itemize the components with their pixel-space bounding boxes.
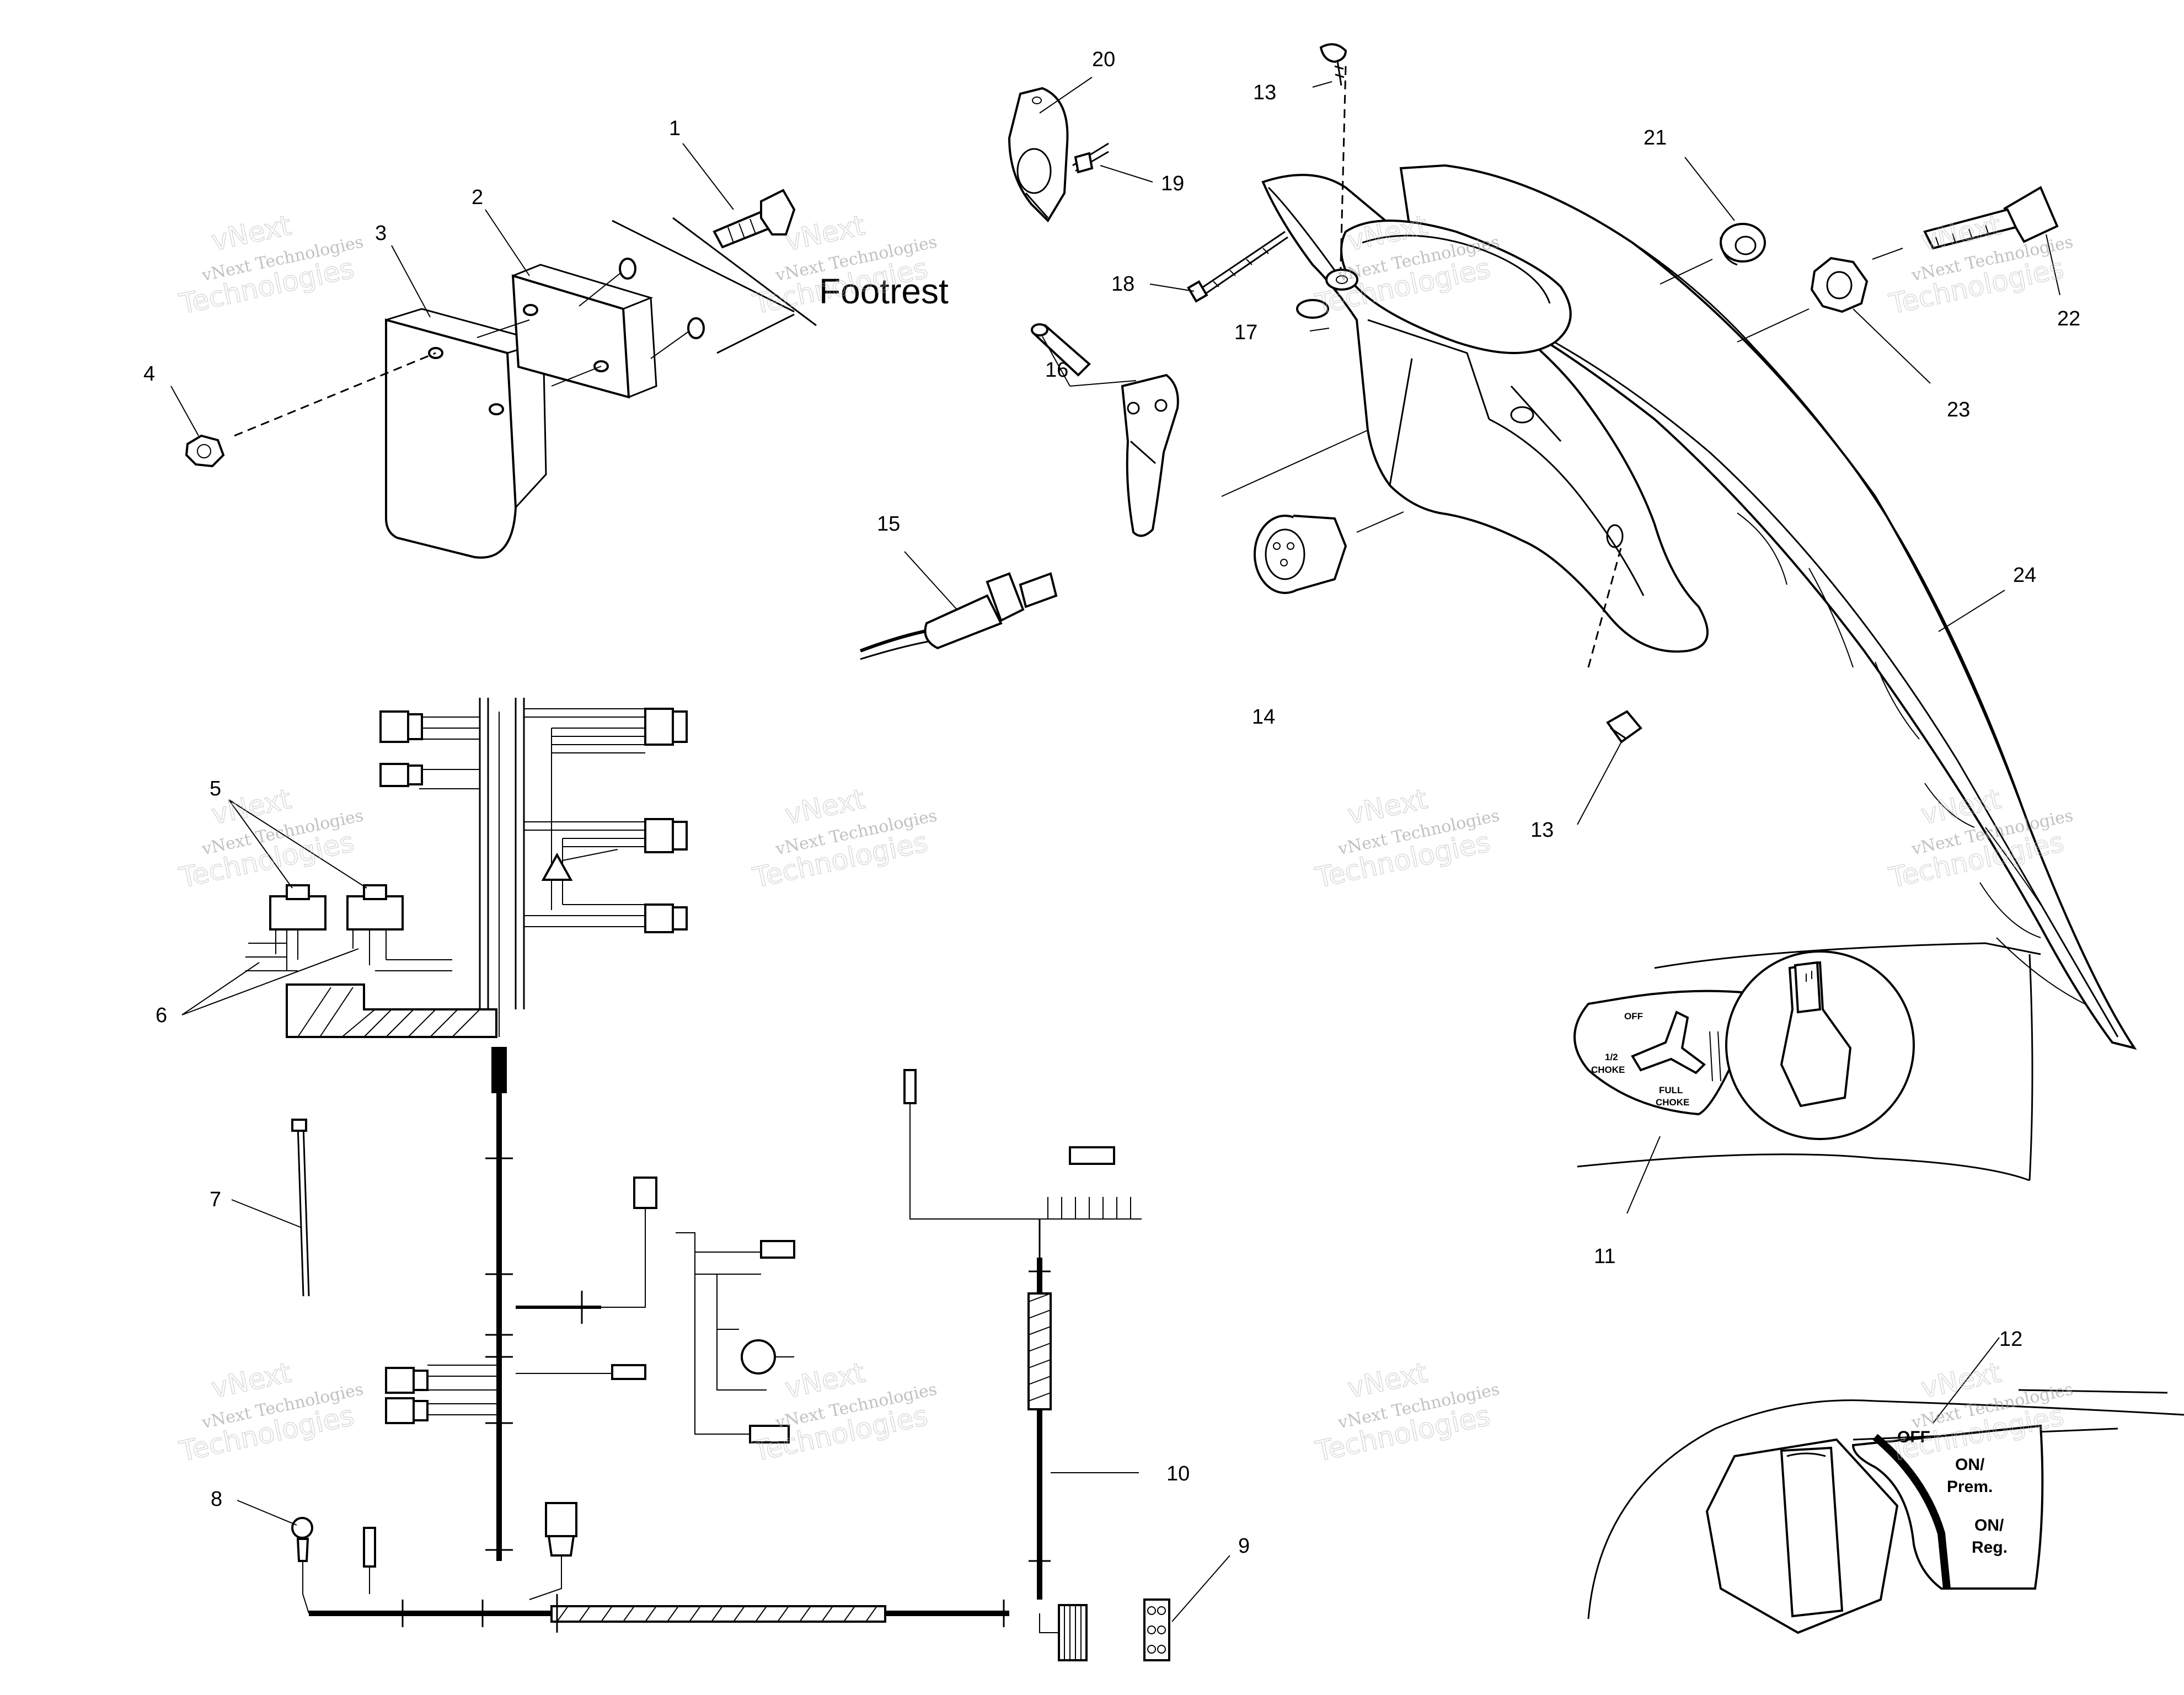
ignition-knob — [1780, 1446, 1844, 1618]
callout-4: 4 — [143, 362, 155, 386]
watermark-1: vNext vNext Technologies Technologies — [176, 208, 365, 320]
part-1-bolt — [713, 189, 796, 249]
part-19-clip — [1072, 142, 1109, 174]
watermark-9: vNext vNext Technologies Technologies — [176, 1356, 365, 1468]
ignition-off-label: OFF — [1897, 1428, 1930, 1446]
harness-junction-block — [286, 983, 497, 1038]
ignition-on-reg-label: ON/ — [1974, 1516, 2004, 1534]
part-16-lever — [1121, 373, 1179, 537]
part-18-rod — [1196, 231, 1288, 299]
part-9-fuse-block — [1143, 1598, 1170, 1661]
part-7-cable-tie — [291, 1119, 310, 1297]
choke-lever — [1631, 1010, 1706, 1074]
callout-20: 20 — [1092, 48, 1115, 71]
connector-group-top — [379, 710, 480, 789]
part-22-key — [1923, 186, 2059, 250]
part-4-nut — [185, 434, 225, 468]
callout-11: 11 — [1594, 1245, 1615, 1268]
callout-13-bottom: 13 — [1530, 819, 1554, 842]
callout-7: 7 — [210, 1188, 221, 1211]
leader-lines — [170, 77, 2060, 1622]
callout-numbers: 1 2 3 4 5 6 7 8 9 10 11 12 13 13 14 15 1… — [143, 48, 2080, 1558]
full-choke-label-2: CHOKE — [1656, 1097, 1689, 1108]
half-choke-label: 1/2 — [1605, 1052, 1618, 1062]
callout-10: 10 — [1166, 1462, 1190, 1485]
part-13-screw-bottom — [1606, 710, 1642, 744]
callout-1: 1 — [669, 117, 681, 140]
part-5-relays — [245, 884, 452, 971]
part-23-nut — [1810, 256, 1869, 313]
wiring-harness — [245, 698, 1170, 1661]
callout-16: 16 — [1045, 359, 1068, 382]
callout-6: 6 — [156, 1004, 167, 1027]
part-15-choke-cable — [859, 572, 1058, 660]
connector-bottom — [529, 1502, 577, 1600]
part-3-mud-flap — [385, 318, 517, 559]
callout-8: 8 — [211, 1488, 222, 1511]
callout-2: 2 — [472, 186, 483, 209]
ignition-on-reg-label-2: Reg. — [1972, 1538, 2008, 1557]
console-assembly — [859, 43, 2137, 1050]
callout-22: 22 — [2057, 307, 2080, 330]
half-choke-label-2: CHOKE — [1591, 1065, 1625, 1075]
watermark-8: vNext vNext Technologies Technologies — [1886, 782, 2075, 894]
watermark-11: vNext vNext Technologies Technologies — [1312, 1356, 1501, 1468]
callout-3: 3 — [375, 222, 387, 245]
choke-off-label: OFF — [1624, 1011, 1643, 1022]
callout-21: 21 — [1644, 126, 1667, 149]
ignition-on-prem-label: ON/ — [1955, 1456, 1985, 1474]
callout-18: 18 — [1111, 272, 1134, 296]
callout-23: 23 — [1947, 398, 1970, 421]
choke-panel: OFF 1/2 CHOKE FULL CHOKE — [1573, 942, 2041, 1214]
callout-5: 5 — [210, 777, 221, 800]
footrest-label: Footrest — [819, 271, 949, 311]
callout-13-top: 13 — [1253, 81, 1276, 104]
callout-19: 19 — [1161, 172, 1184, 195]
callout-24: 24 — [2013, 564, 2036, 587]
part-13-screw-top — [1319, 43, 1347, 86]
part-16-pin — [1031, 323, 1091, 377]
part-14-switch — [1254, 515, 1347, 594]
callout-17: 17 — [1234, 321, 1257, 344]
part-17-washer — [1325, 269, 1358, 291]
callout-9: 9 — [1238, 1534, 1250, 1558]
full-choke-label: FULL — [1659, 1085, 1683, 1095]
watermark-5: vNext vNext Technologies Technologies — [176, 782, 365, 894]
watermark-6: vNext vNext Technologies Technologies — [750, 782, 939, 894]
connector-group-bottom-left — [385, 1365, 499, 1424]
ignition-on-prem-label-2: Prem. — [1947, 1478, 1993, 1496]
part-8-ring-terminal — [291, 1517, 376, 1614]
callout-14: 14 — [1252, 705, 1275, 729]
watermark-7: vNext vNext Technologies Technologies — [1312, 782, 1501, 894]
watermark-12: vNext vNext Technologies Technologies — [1886, 1356, 2075, 1468]
callout-12: 12 — [1999, 1328, 2022, 1351]
watermarks: vNext vNext Technologies Technologies vN… — [176, 208, 2075, 1468]
callout-15: 15 — [877, 512, 900, 536]
footrest-assembly — [185, 189, 817, 559]
watermark-2: vNext vNext Technologies Technologies — [750, 208, 939, 320]
part-21-nut — [1720, 223, 1766, 266]
connector-group-right — [524, 708, 688, 933]
ignition-panel: OFF ON/ Prem. ON/ Reg. — [1587, 1337, 2184, 1634]
part-20-bracket — [1008, 87, 1069, 223]
